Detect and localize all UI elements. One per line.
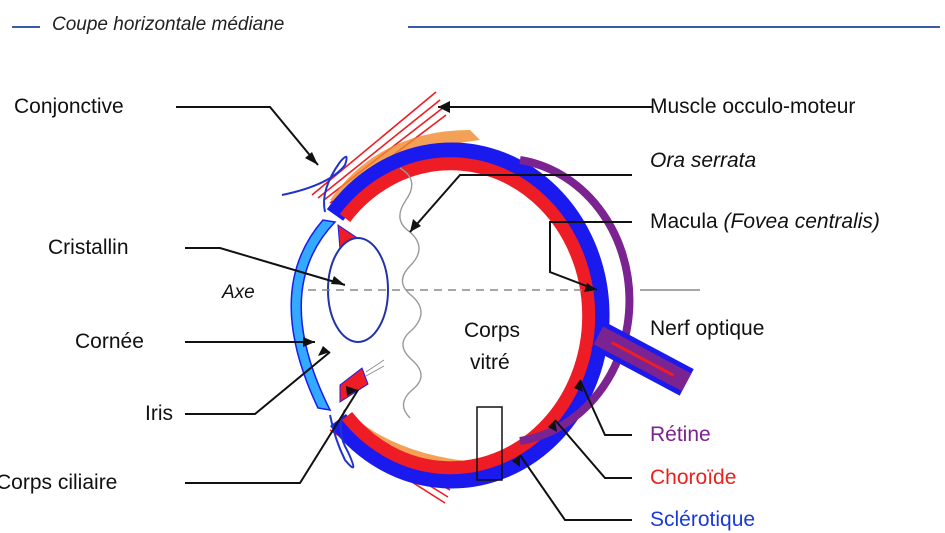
label-retine: Rétine (650, 424, 711, 445)
label-corps-vitre-2: vitré (470, 352, 510, 373)
label-axe: Axe (222, 283, 255, 302)
label-iris: Iris (145, 403, 173, 424)
ora-serrata-line (400, 168, 421, 418)
label-corps-ciliaire: Corps ciliaire (0, 472, 117, 493)
label-ora-serrata: Ora serrata (650, 150, 756, 171)
label-macula: Macula (Fovea centralis) (650, 211, 880, 232)
label-choroide: Choroïde (650, 467, 736, 488)
label-cristallin: Cristallin (48, 237, 129, 258)
label-sclerotique: Sclérotique (650, 509, 755, 530)
label-muscle: Muscle occulo-moteur (650, 96, 855, 117)
label-macula-text: Macula (650, 210, 724, 233)
label-conjonctive: Conjonctive (14, 96, 124, 117)
label-macula-fovea: (Fovea centralis) (724, 210, 880, 233)
cornea (291, 220, 335, 410)
label-nerf-optique: Nerf optique (650, 318, 764, 339)
label-cornee: Cornée (75, 331, 144, 352)
label-corps-vitre-1: Corps (464, 320, 520, 341)
page-title: Coupe horizontale médiane (52, 14, 284, 36)
